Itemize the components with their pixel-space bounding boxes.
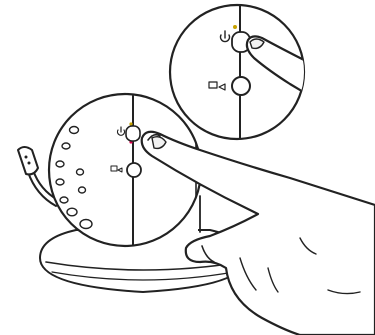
callout-power-led [233,25,237,29]
camera-pair-icon [110,165,123,173]
callout-pair-button[interactable] [231,76,251,96]
callout-finger [245,35,304,104]
power-led [129,122,133,126]
power-button[interactable] [125,125,141,142]
pair-button[interactable] [126,162,142,178]
power-icon [116,126,126,136]
zoom-callout [168,3,306,141]
hand-pointer [140,130,375,335]
speaker-holes [55,125,93,230]
antenna [17,146,59,207]
callout-power-icon [219,30,231,43]
callout-camera-pair-icon [208,81,226,91]
